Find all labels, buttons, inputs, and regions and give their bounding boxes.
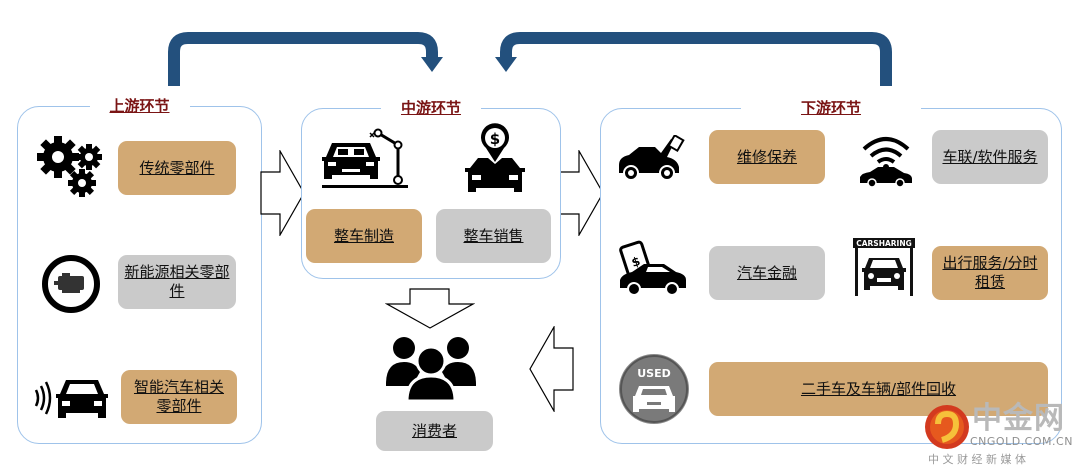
- new-energy-parts-box: 新能源相关零部件: [118, 255, 236, 309]
- arrow-right-midstream: [559, 150, 604, 236]
- cngold-brand: 中金网: [972, 401, 1065, 436]
- midstream-title: 中游环节: [380, 97, 482, 119]
- vehicle-sales-box: 整车销售: [436, 209, 551, 263]
- upstream-title: 上游环节: [89, 95, 190, 117]
- traditional-parts-box: 传统零部件: [118, 141, 236, 195]
- used-car-recycling-box: 二手车及车辆/部件回收: [709, 362, 1048, 416]
- consumer-box: 消费者: [376, 411, 493, 451]
- svg-text:$: $: [490, 130, 500, 148]
- upstream-to-midstream-arrowhead: [421, 57, 443, 72]
- gears-icon: [36, 135, 106, 201]
- carsharing-icon: CARSHARING: [853, 238, 915, 298]
- smart-car-parts-box: 智能汽车相关零部件: [121, 370, 237, 424]
- mobility-rental-box: 出行服务/分时租赁: [932, 246, 1048, 300]
- connected-software-box: 车联/软件服务: [932, 130, 1048, 184]
- auto-finance-box: 汽车金融: [709, 246, 825, 300]
- upstream-to-midstream-arrow: [168, 32, 438, 86]
- motor-icon: [40, 253, 102, 315]
- used-badge: USED: [637, 367, 671, 380]
- car-finance-icon: $: [616, 240, 692, 300]
- svg-text:$: $: [630, 254, 642, 270]
- cngold-watermark: 中金网 CNGOLD.COM.CN 中 文 财 经 新 媒 体: [922, 402, 1080, 473]
- downstream-to-midstream-arrowhead: [495, 57, 517, 72]
- people-icon: [382, 334, 480, 402]
- arrow-right-upstream: [260, 150, 305, 236]
- car-manufacturing-icon: [320, 127, 410, 191]
- flow-arrows-top: [168, 32, 892, 86]
- smart-car-icon: [32, 376, 112, 422]
- used-car-icon: USED: [617, 352, 691, 426]
- car-repair-icon: [617, 135, 689, 183]
- downstream-to-midstream-arrow: [500, 32, 892, 86]
- cngold-logo-icon: [925, 405, 969, 449]
- carsharing-sign: CARSHARING: [856, 239, 912, 248]
- downstream-title: 下游环节: [740, 97, 922, 119]
- car-sales-icon: $: [460, 118, 530, 198]
- cngold-tagline: 中 文 财 经 新 媒 体: [928, 453, 1026, 466]
- cngold-domain: CNGOLD.COM.CN: [970, 435, 1073, 448]
- arrow-down-consumer: [385, 288, 475, 329]
- vehicle-manufacturing-box: 整车制造: [306, 209, 422, 263]
- connected-car-icon: [856, 133, 916, 189]
- arrow-left-consumer: [529, 326, 574, 412]
- maintenance-box: 维修保养: [709, 130, 825, 184]
